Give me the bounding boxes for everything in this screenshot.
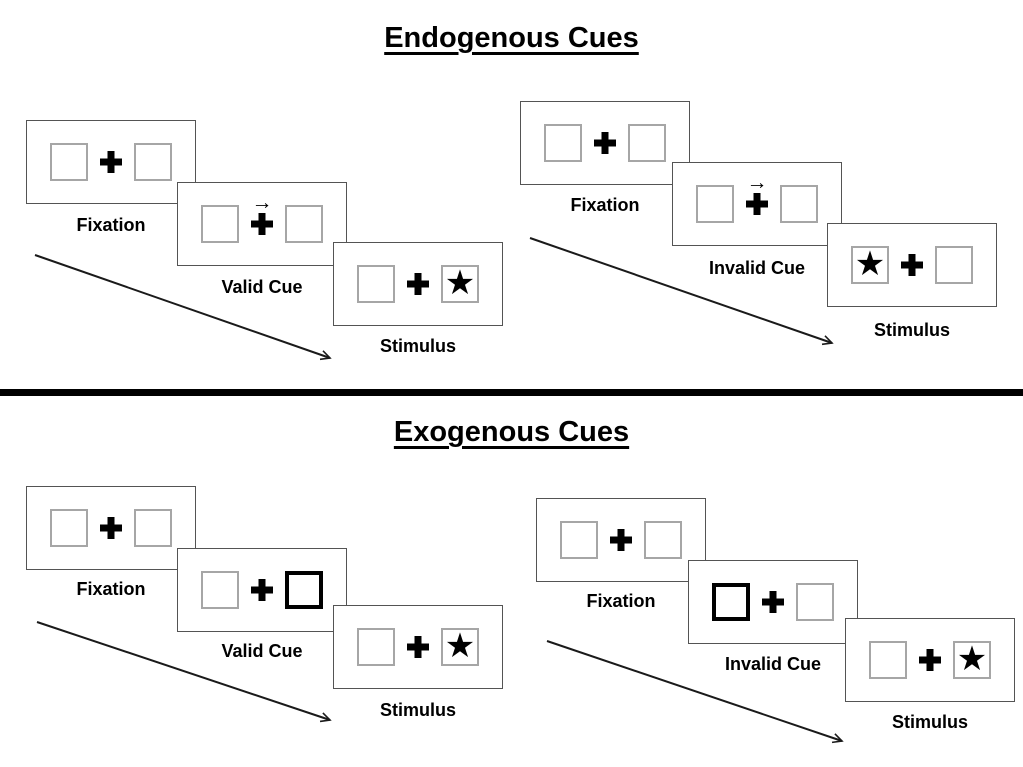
- star-stimulus-icon: ★: [854, 245, 886, 283]
- right-placeholder-box: [935, 246, 973, 284]
- right-target-box: ★: [953, 641, 991, 679]
- fixation-cross-icon: [100, 151, 122, 173]
- right-placeholder-box: [644, 521, 682, 559]
- fixation-cross-icon: [594, 132, 616, 154]
- right-highlighted-cue-box: [285, 571, 323, 609]
- endogenous-invalid-stimulus-panel: ★: [827, 223, 997, 307]
- fixation-cross-icon: [610, 529, 632, 551]
- left-placeholder-box: [50, 143, 88, 181]
- exogenous-valid-fixation-panel: [26, 486, 196, 570]
- endogenous-section-title: Endogenous Cues: [384, 22, 639, 54]
- right-placeholder-box: [796, 583, 834, 621]
- exogenous-valid-stimulus-panel: ★: [333, 605, 503, 689]
- right-target-box: ★: [441, 628, 479, 666]
- endogenous-valid-fixation-panel: [26, 120, 196, 204]
- timeline-arrow-endogenous-invalid: [529, 237, 834, 346]
- timeline-arrow-exogenous-invalid: [546, 640, 844, 744]
- left-placeholder-box: [357, 628, 395, 666]
- fixation-cross-icon: [407, 273, 429, 295]
- left-placeholder-box: [201, 205, 239, 243]
- right-placeholder-box: [628, 124, 666, 162]
- left-placeholder-box: [560, 521, 598, 559]
- left-placeholder-box: [201, 571, 239, 609]
- exogenous-invalid-fixation-panel: [536, 498, 706, 582]
- fixation-cross-icon: →: [746, 172, 768, 215]
- star-stimulus-icon: ★: [956, 640, 988, 678]
- left-placeholder-box: [869, 641, 907, 679]
- exogenous-valid-cue-panel: [177, 548, 347, 632]
- right-placeholder-box: [134, 509, 172, 547]
- right-arrow-cue-icon: →: [746, 171, 768, 194]
- left-highlighted-cue-box: [712, 583, 750, 621]
- fixation-cross-icon: →: [251, 192, 273, 235]
- section-divider: [0, 389, 1023, 396]
- left-placeholder-box: [357, 265, 395, 303]
- right-arrow-cue-icon: →: [251, 191, 273, 214]
- right-placeholder-box: [134, 143, 172, 181]
- endogenous-invalid-cue-panel: →: [672, 162, 842, 246]
- left-placeholder-box: [50, 509, 88, 547]
- left-placeholder-box: [544, 124, 582, 162]
- fixation-cross-icon: [407, 636, 429, 658]
- endogenous-invalid-fixation-panel: [520, 101, 690, 185]
- fixation-cross-icon: [100, 517, 122, 539]
- fixation-cross-icon: [762, 591, 784, 613]
- timeline-arrow-endogenous-valid: [34, 254, 332, 361]
- fixation-cross-icon: [251, 579, 273, 601]
- timeline-arrow-exogenous-valid: [36, 621, 332, 723]
- fixation-cross-icon: [919, 649, 941, 671]
- endogenous-valid-stimulus-panel: ★: [333, 242, 503, 326]
- star-stimulus-icon: ★: [444, 264, 476, 302]
- right-placeholder-box: [780, 185, 818, 223]
- star-stimulus-icon: ★: [444, 627, 476, 665]
- exogenous-section-title: Exogenous Cues: [393, 416, 630, 448]
- endogenous-valid-cue-panel: →: [177, 182, 347, 266]
- exogenous-invalid-cue-panel: [688, 560, 858, 644]
- right-target-box: ★: [441, 265, 479, 303]
- exogenous-invalid-stimulus-panel: ★: [845, 618, 1015, 702]
- right-placeholder-box: [285, 205, 323, 243]
- left-target-box: ★: [851, 246, 889, 284]
- left-placeholder-box: [696, 185, 734, 223]
- fixation-cross-icon: [901, 254, 923, 276]
